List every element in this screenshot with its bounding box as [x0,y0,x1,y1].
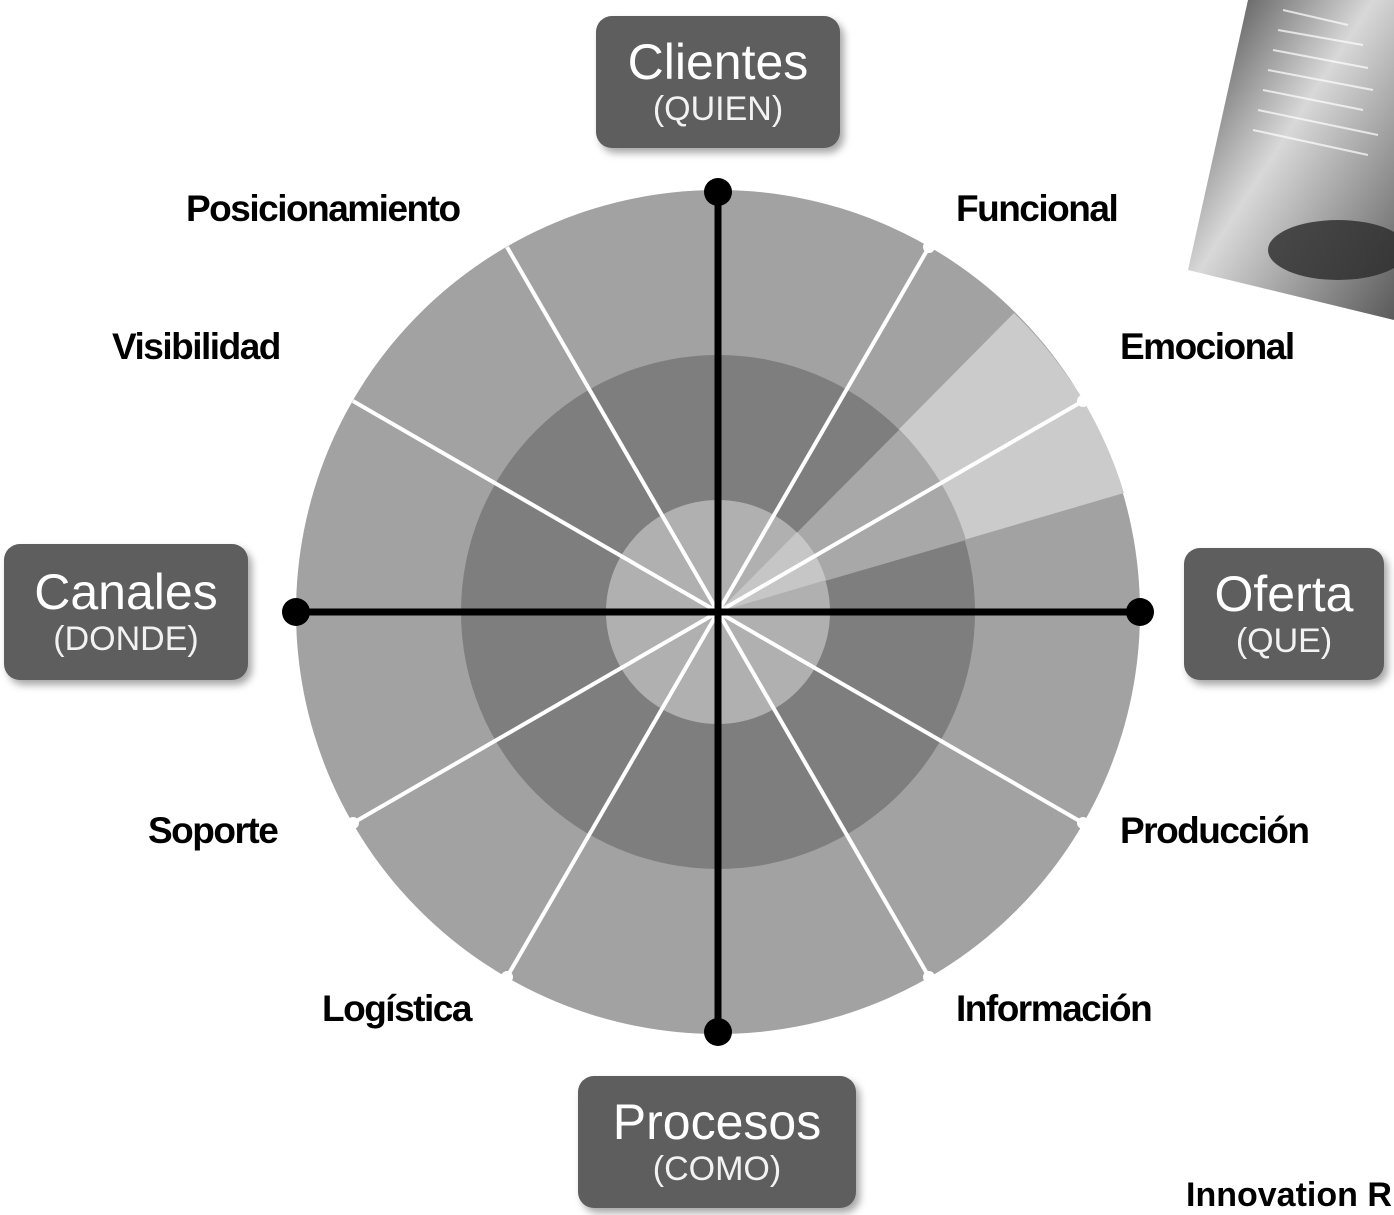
segment-label-soporte: Soporte [148,810,279,851]
segment-label-informacion: Información [956,988,1153,1029]
axis-sub-procesos: (COMO) [652,1150,782,1188]
axis-title-canales: Canales [34,564,218,620]
emocional-highlight-inner [718,532,826,612]
axis-box-clientes: Clientes (QUIEN) [596,16,840,148]
axis-box-procesos: Procesos (COMO) [578,1076,856,1208]
axis-sub-clientes: (QUIEN) [652,90,784,128]
axis-title-clientes: Clientes [627,34,809,90]
segment-label-logistica: Logística [322,988,472,1029]
segment-label-funcional: Funcional [956,188,1119,229]
axis-box-canales: Canales (DONDE) [4,544,248,680]
segment-label-posicionamiento: Posicionamiento [186,188,461,229]
axis-title-oferta: Oferta [1214,566,1354,622]
axis-title-procesos: Procesos [612,1094,822,1150]
menu-photo-image [1188,0,1394,325]
segment-label-produccion: Producción [1120,810,1310,851]
divider-end-dots [347,241,1089,983]
axis-end-dots [282,178,1154,1046]
axis-sub-oferta: (QUE) [1235,622,1333,660]
segment-label-visibilidad: Visibilidad [112,326,281,367]
axis-sub-canales: (DONDE) [53,620,199,658]
axis-box-oferta: Oferta (QUE) [1184,548,1384,680]
segment-label-emocional: Emocional [1120,326,1295,367]
footer-caption: Innovation R [1186,1176,1392,1214]
segment-dividers [351,245,1085,979]
main-axes [296,192,1140,1032]
